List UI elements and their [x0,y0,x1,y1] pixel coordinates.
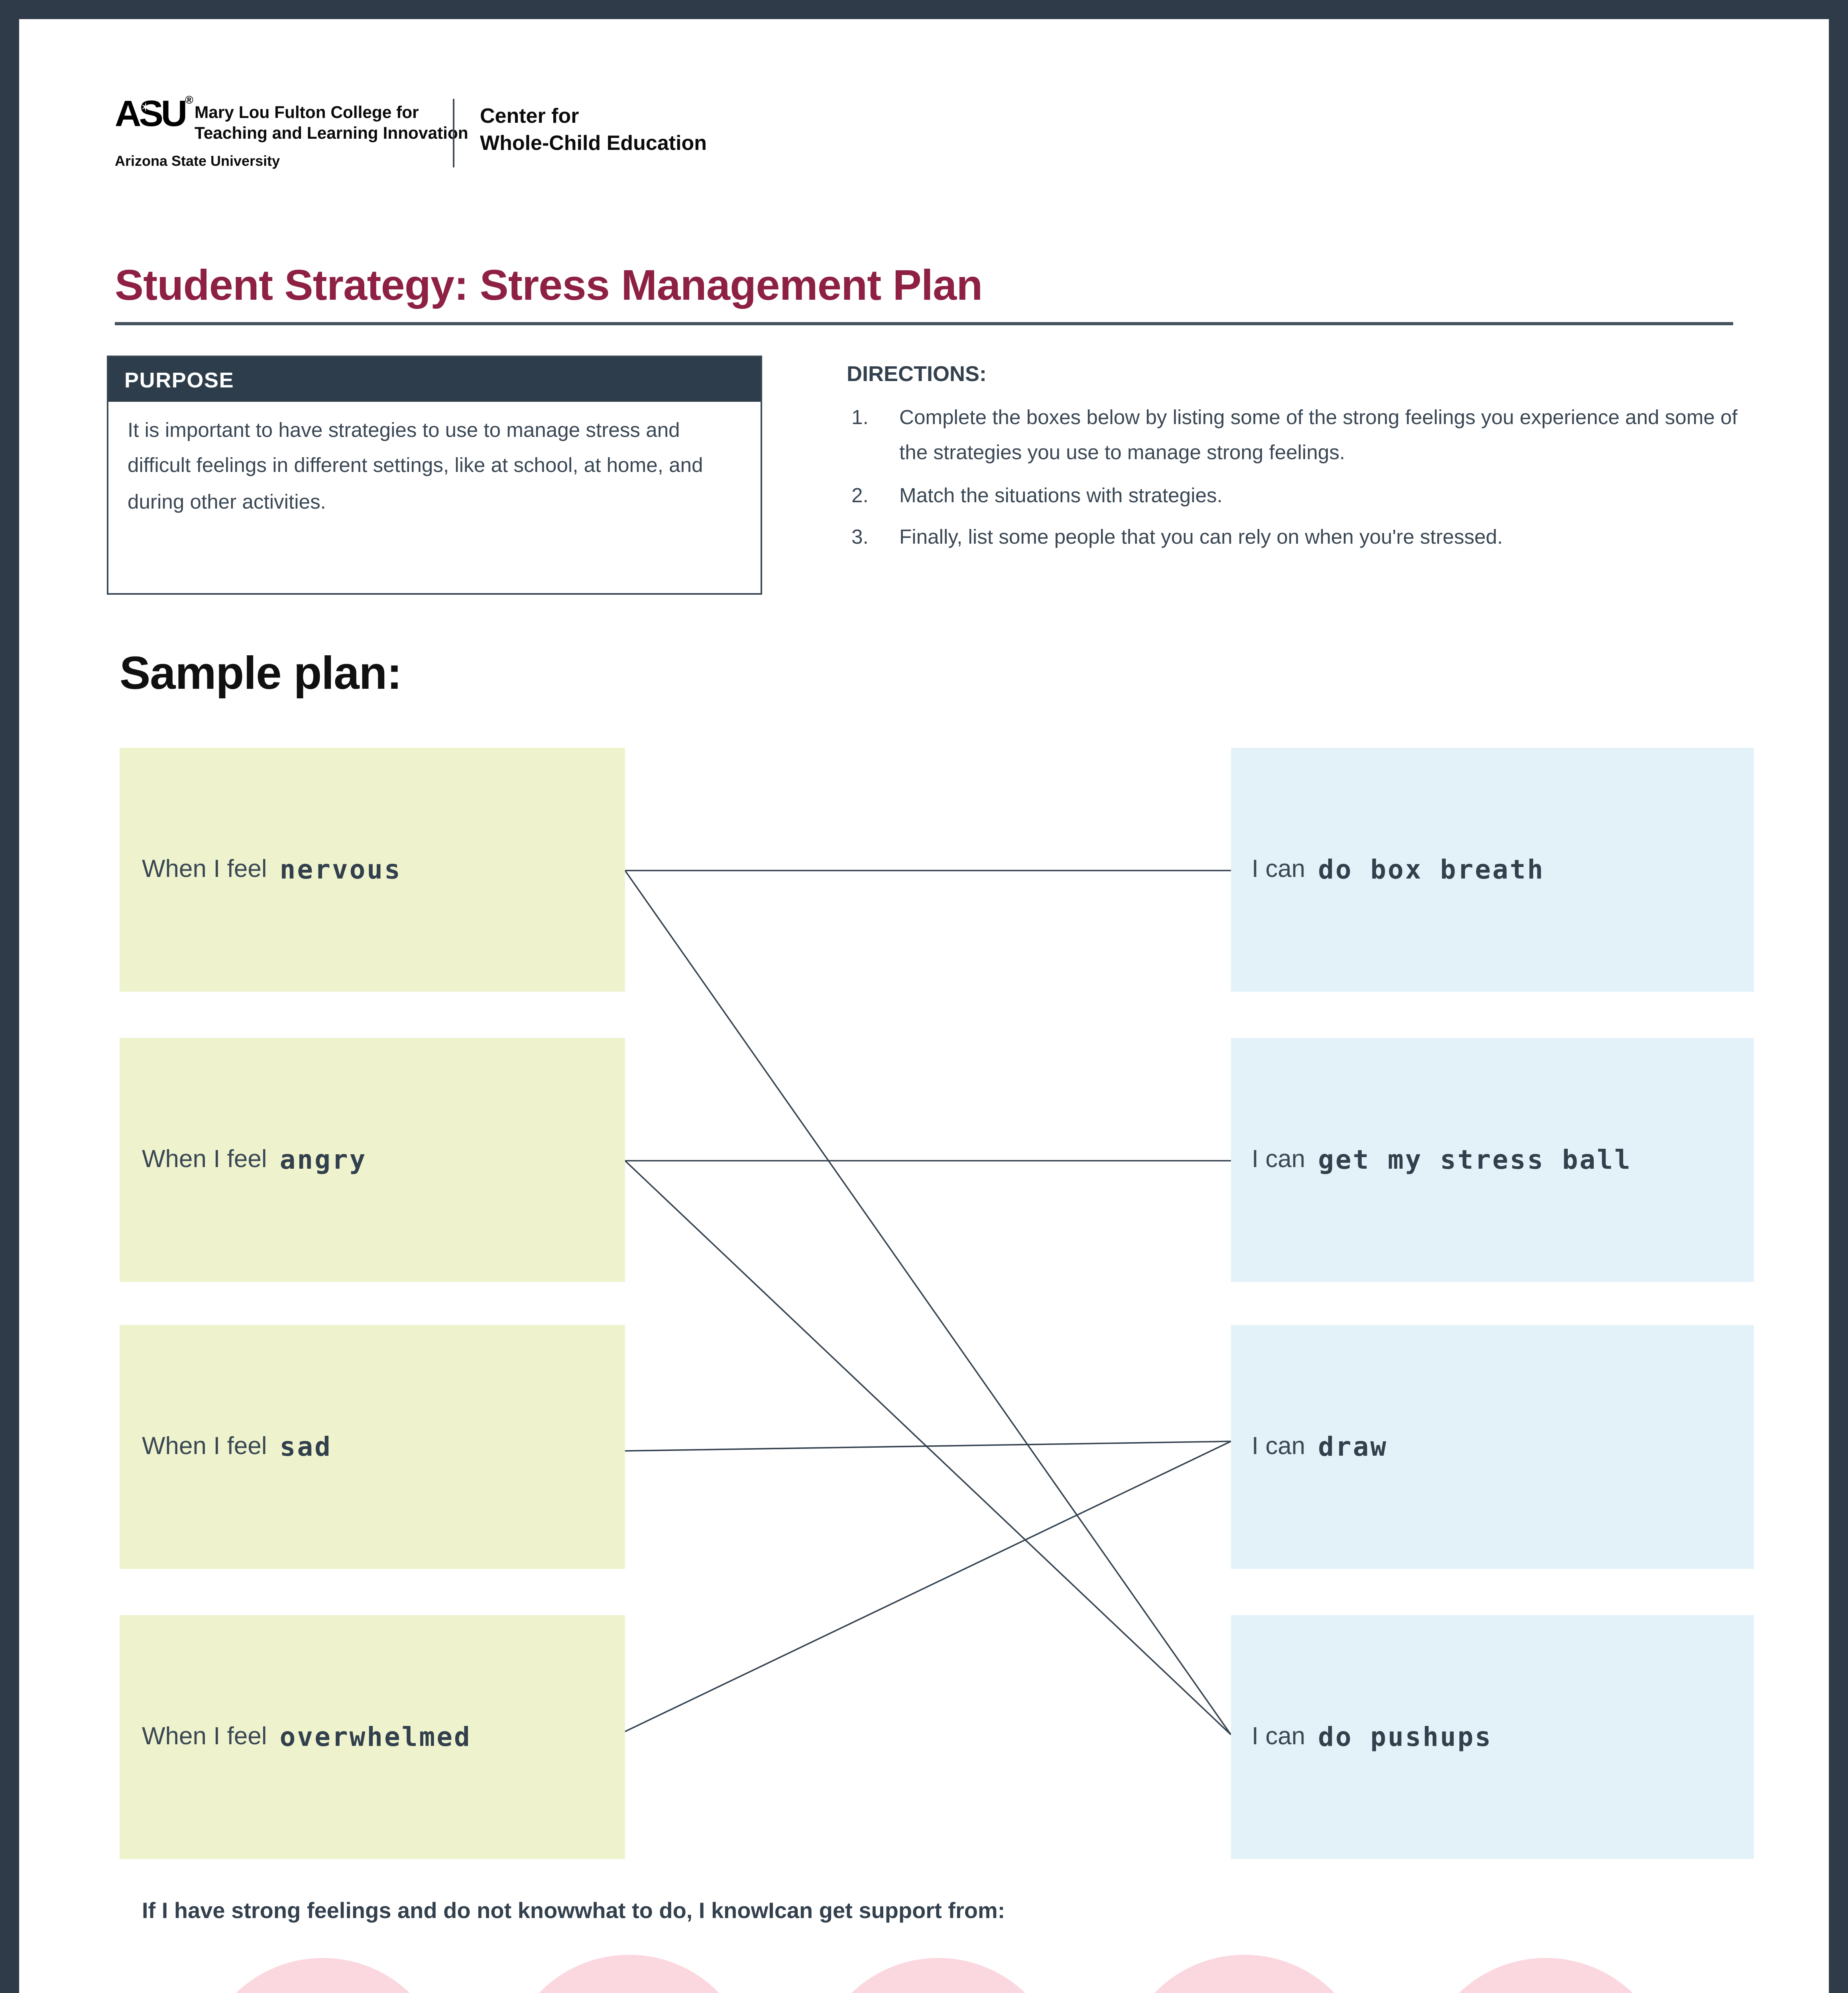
connection-line [625,1441,1231,1452]
sample-plan-heading: Sample plan: [120,649,402,700]
strategy-box-do-box-breath: I can do box breath [1231,748,1754,992]
support-person-circle: My neighbor Anna [198,1958,448,1993]
directions-item-text: Complete the boxes below by listing some… [899,405,1738,464]
directions-item-text: Finally, list some people that you can r… [899,525,1503,549]
strategy-entry: draw [1318,1432,1388,1462]
strategy-box-draw: I can draw [1231,1325,1754,1569]
directions-item-number: 1. [851,405,869,429]
feeling-prefix: When I feel [142,1723,267,1750]
feeling-prefix: When I feel [142,855,267,883]
feeling-box-nervous: When I feel nervous [120,748,625,992]
strategy-prefix: I can [1252,1723,1305,1750]
asu-starburst-icon: ✶ [140,100,151,115]
connection-line [625,1441,1231,1732]
strategy-prefix: I can [1252,1433,1305,1460]
feeling-entry: sad [279,1432,332,1462]
college-name: Mary Lou Fulton College for Teaching and… [195,104,468,143]
connection-line [624,870,1232,1736]
strategy-entry: do box breath [1318,855,1545,885]
feeling-box-angry: When I feel angry [120,1038,625,1282]
strategy-box-stress-ball: I can get my stress ball [1231,1038,1754,1282]
asu-logo-text: ASU [115,92,187,134]
feeling-entry: nervous [279,855,402,885]
strategy-prefix: I can [1252,1146,1305,1173]
strategy-entry: get my stress ball [1318,1145,1632,1175]
directions-section: DIRECTIONS: 1. Complete the boxes below … [847,362,1748,563]
feeling-prefix: When I feel [142,1146,267,1173]
asu-logo: ASU® [115,95,193,132]
directions-heading: DIRECTIONS: [847,362,987,386]
support-person-circle: Kelly at Church [813,1958,1064,1993]
purpose-header-bar: PURPOSE [108,357,761,402]
directions-item-number: 3. [851,525,869,549]
directions-item: 3. Finally, list some people that you ca… [847,520,1748,555]
support-person-circle: Ms. Marshall [1119,1955,1370,1993]
directions-item-number: 2. [851,482,869,506]
feeling-entry: angry [279,1145,367,1175]
page-title: Student Strategy: Stress Management Plan [115,261,983,309]
purpose-body-text: It is important to have strategies to us… [128,418,703,513]
feeling-box-sad: When I feel sad [120,1325,625,1569]
strategy-entry: do pushups [1318,1722,1492,1752]
title-divider [115,322,1733,325]
support-heading: If I have strong feelings and do not kno… [142,1897,1005,1923]
support-person-circle: Grandpa [504,1955,754,1993]
support-person-circle: My friend Noah [1421,1958,1671,1993]
directions-item: 1. Complete the boxes below by listing s… [847,400,1748,470]
feeling-prefix: When I feel [142,1433,267,1460]
center-name: Center for Whole-Child Education [480,104,707,155]
purpose-header-label: PURPOSE [124,368,234,391]
directions-item-text: Match the situations with strategies. [899,482,1223,506]
feeling-box-overwhelmed: When I feel overwhelmed [120,1615,625,1859]
feeling-entry: overwhelmed [279,1722,472,1752]
logo-divider [453,99,455,167]
university-name: Arizona State University [115,153,280,169]
purpose-box: PURPOSE It is important to have strategi… [107,356,762,595]
directions-item: 2. Match the situations with strategies. [847,478,1748,512]
registered-trademark-icon: ® [185,96,193,107]
connection-line [624,1160,1232,1736]
strategy-prefix: I can [1252,855,1305,883]
strategy-box-pushups: I can do pushups [1231,1615,1754,1859]
